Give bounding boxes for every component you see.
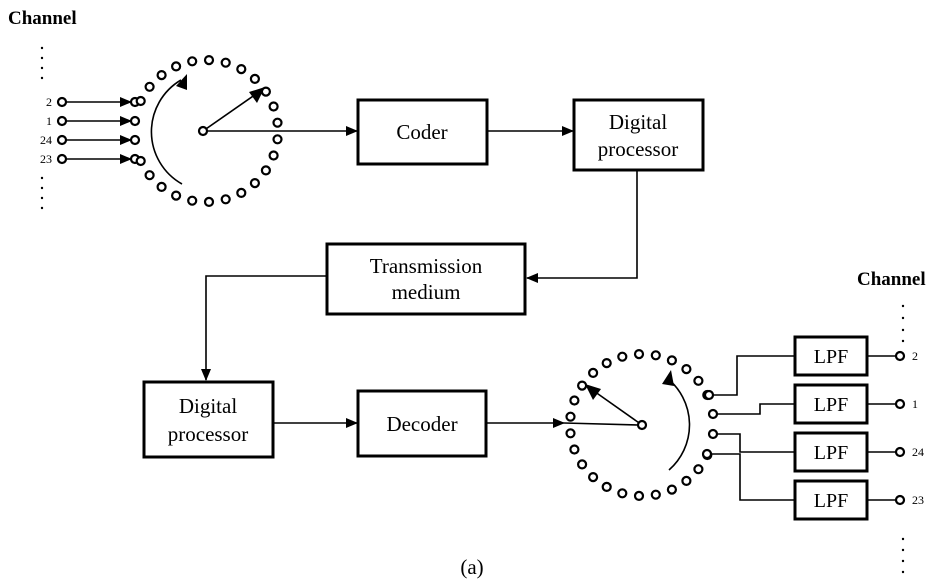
commutator-contact: [569, 444, 580, 455]
figure-caption: (a): [460, 555, 483, 579]
commutator-contact: [617, 488, 628, 499]
commutator-contact: [187, 56, 198, 67]
digital-processor-tx-block: [572, 98, 705, 172]
commutator-contact: [220, 194, 231, 205]
digital-processor-tx-label-line2: processor: [598, 137, 678, 161]
commutator-contact: [236, 63, 247, 75]
digital-processor-rx-label-line2: processor: [168, 422, 248, 446]
transmission-medium-label-line1: Transmission: [370, 254, 483, 278]
commutator-contact: [249, 178, 260, 189]
commutator-contact: [576, 459, 588, 470]
commutator-contact: [601, 358, 612, 369]
lpf-label: LPF: [814, 394, 848, 416]
left-ellipsis-top: [40, 46, 44, 80]
lpf-label: LPF: [814, 346, 848, 368]
link-into-commutator-center: [563, 422, 640, 426]
commutator-contact: [268, 101, 279, 112]
commutator-contact: [666, 484, 678, 495]
commutator-contact: [171, 61, 182, 72]
commutator-contact: [576, 380, 588, 391]
commutator-contact: [156, 181, 167, 192]
commutator-contact: [135, 155, 146, 167]
commutator-receive: [565, 349, 713, 501]
output-channel-label: 23: [912, 493, 924, 507]
channel-heading-right: Channel: [857, 269, 926, 290]
transmission-medium-block: [325, 242, 527, 316]
commutator-contact: [587, 472, 599, 483]
commutator-contact: [650, 350, 661, 361]
commutator-contact: [693, 464, 704, 475]
commutator-contact: [144, 170, 155, 181]
transmission-medium-label-line2: medium: [392, 280, 461, 304]
rotation-arrowhead-right: [662, 370, 674, 386]
lpf-block: [793, 479, 869, 521]
commutator-pivot-right: [636, 419, 648, 431]
commutator-contact: [236, 187, 247, 198]
commutator-contact: [650, 489, 661, 500]
commutator-contact: [681, 364, 692, 375]
decoder-block: [356, 389, 488, 458]
output-channel-label: 24: [912, 445, 924, 459]
rotation-arrowhead-left: [176, 74, 187, 90]
commutator-contact: [249, 73, 260, 85]
coder-label: Coder: [396, 120, 447, 144]
lpf-label: LPF: [814, 490, 848, 512]
commutator-contact: [156, 69, 167, 81]
output-channel-label: 2: [912, 349, 918, 363]
lpf-label: LPF: [814, 442, 848, 464]
rotation-arrow-left: [150, 79, 183, 185]
commutator-contact: [187, 195, 198, 206]
input-channel-label: 24: [40, 133, 52, 147]
commutator-contact: [565, 411, 576, 422]
commutator-contact: [633, 349, 645, 360]
left-ellipsis-bottom: [40, 176, 44, 210]
commutator-contact: [633, 490, 645, 501]
output-wiring: [701, 355, 795, 501]
commutator-arm-tip-left: [249, 87, 265, 103]
commutator-contact: [144, 81, 155, 92]
input-channel-label: 1: [46, 114, 52, 128]
right-ellipsis-top: [901, 304, 905, 343]
commutator-contact: [569, 395, 580, 406]
commutator-contact: [587, 367, 599, 378]
input-channel-label: 2: [46, 95, 52, 109]
commutator-contact: [171, 190, 182, 201]
digital-processor-rx-block: [142, 380, 275, 459]
coder-block: [356, 98, 489, 166]
commutator-arm-left: [202, 91, 260, 132]
link-processor-to-medium: [526, 170, 638, 283]
channel-heading-left: Channel: [8, 8, 77, 29]
lpf-block: [793, 431, 869, 473]
commutator-contact: [666, 355, 678, 366]
digital-processor-rx-label-line1: Digital: [179, 394, 237, 418]
commutator-contact: [617, 351, 628, 362]
commutator-contact: [681, 475, 692, 486]
commutator-arm-tip-right: [585, 384, 601, 400]
commutator-contact: [203, 54, 215, 66]
commutator-contact: [203, 196, 215, 207]
output-channel-label: 1: [912, 397, 918, 411]
decoder-label: Decoder: [386, 412, 457, 436]
digital-processor-tx-label-line1: Digital: [609, 110, 667, 134]
rotation-arrow-right: [666, 377, 691, 471]
right-ellipsis-bottom: [901, 537, 905, 574]
output-lines: [867, 350, 906, 506]
input-lines: [56, 96, 141, 165]
commutator-contact: [601, 481, 612, 492]
commutator-contact: [565, 428, 576, 439]
link-medium-to-processor-rx: [201, 275, 327, 381]
commutator-contact: [135, 95, 146, 107]
commutator-contact: [272, 134, 283, 145]
commutator-pivot-left: [197, 125, 209, 137]
commutator-contact: [693, 375, 704, 386]
commutator-arm-right: [590, 388, 643, 426]
commutator-contact: [272, 117, 283, 128]
commutator-contact: [260, 165, 271, 176]
commutator-contact: [220, 57, 231, 68]
commutator-contact: [268, 150, 279, 161]
input-channel-label: 23: [40, 152, 52, 166]
